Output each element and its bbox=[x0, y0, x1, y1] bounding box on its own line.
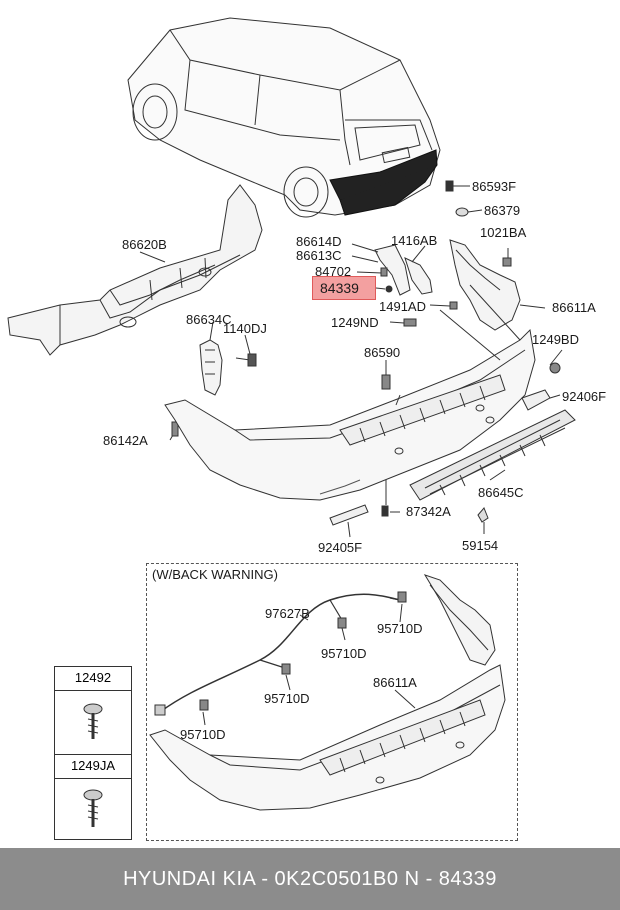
label-92405F[interactable]: 92405F bbox=[318, 540, 363, 555]
highlight-box-84339 bbox=[312, 276, 376, 300]
label-86613C[interactable]: 86613C bbox=[296, 248, 342, 263]
label-86593F[interactable]: 86593F bbox=[472, 179, 517, 194]
label-1021BA[interactable]: 1021BA bbox=[480, 225, 527, 240]
label-1491AD[interactable]: 1491AD bbox=[379, 299, 426, 314]
parts-diagram bbox=[7, 17, 576, 811]
label-92406F[interactable]: 92406F bbox=[562, 389, 607, 404]
label-87342A[interactable]: 87342A bbox=[406, 504, 451, 519]
energy-absorber-86620B bbox=[7, 184, 263, 356]
label-1416AB[interactable]: 1416AB bbox=[391, 233, 438, 248]
rear-bumper-cover bbox=[164, 328, 536, 501]
screw-legend: 12492 1249JA bbox=[54, 666, 132, 840]
reflector-plate-86645C bbox=[409, 409, 576, 501]
footer-text: HYUNDAI KIA - 0K2C0501B0 N - 84339 bbox=[123, 867, 497, 890]
bracket-86634C bbox=[199, 321, 223, 396]
back-warning-box bbox=[146, 563, 518, 841]
label-1249ND[interactable]: 1249ND bbox=[331, 315, 379, 330]
screw-1140DJ bbox=[235, 334, 257, 367]
legend-label-12492: 12492 bbox=[55, 667, 131, 691]
label-59154[interactable]: 59154 bbox=[462, 538, 499, 553]
label-86590[interactable]: 86590 bbox=[364, 345, 401, 360]
vehicle-illustration bbox=[127, 17, 441, 218]
legend-screw-12492 bbox=[55, 691, 131, 755]
bracket-86614D bbox=[351, 243, 433, 296]
screw-icon bbox=[83, 703, 103, 739]
label-84339[interactable]: 84339 bbox=[320, 280, 359, 296]
label-86142A[interactable]: 86142A bbox=[103, 433, 148, 448]
label-86611A-lower[interactable]: 86611A bbox=[373, 675, 417, 690]
back-warning-assembly bbox=[149, 574, 506, 811]
back-warning-title: (W/BACK WARNING) bbox=[152, 567, 278, 582]
legend-screw-1249JA bbox=[55, 779, 131, 839]
legend-label-1249JA: 1249JA bbox=[55, 755, 131, 779]
label-95710D-left[interactable]: 95710D bbox=[180, 727, 226, 742]
label-86611A[interactable]: 86611A bbox=[552, 300, 596, 315]
label-97627B[interactable]: 97627B bbox=[265, 606, 310, 621]
label-1249BD[interactable]: 1249BD bbox=[532, 332, 579, 347]
label-86620B[interactable]: 86620B bbox=[122, 237, 167, 252]
label-86645C[interactable]: 86645C bbox=[478, 485, 524, 500]
screw-icon bbox=[83, 789, 103, 827]
label-86634C[interactable]: 86634C bbox=[186, 312, 232, 327]
label-95710D-center[interactable]: 95710D bbox=[321, 646, 367, 661]
label-95710D-middle[interactable]: 95710D bbox=[264, 691, 310, 706]
label-86379[interactable]: 86379 bbox=[484, 203, 521, 218]
bumper-bracket-86611A bbox=[449, 239, 546, 331]
footer-bar: HYUNDAI KIA - 0K2C0501B0 N - 84339 bbox=[0, 848, 620, 910]
label-1140DJ[interactable]: 1140DJ bbox=[223, 321, 267, 336]
label-84702[interactable]: 84702 bbox=[315, 264, 352, 279]
label-95710D-right[interactable]: 95710D bbox=[377, 621, 423, 636]
label-86614D[interactable]: 86614D bbox=[296, 234, 342, 249]
